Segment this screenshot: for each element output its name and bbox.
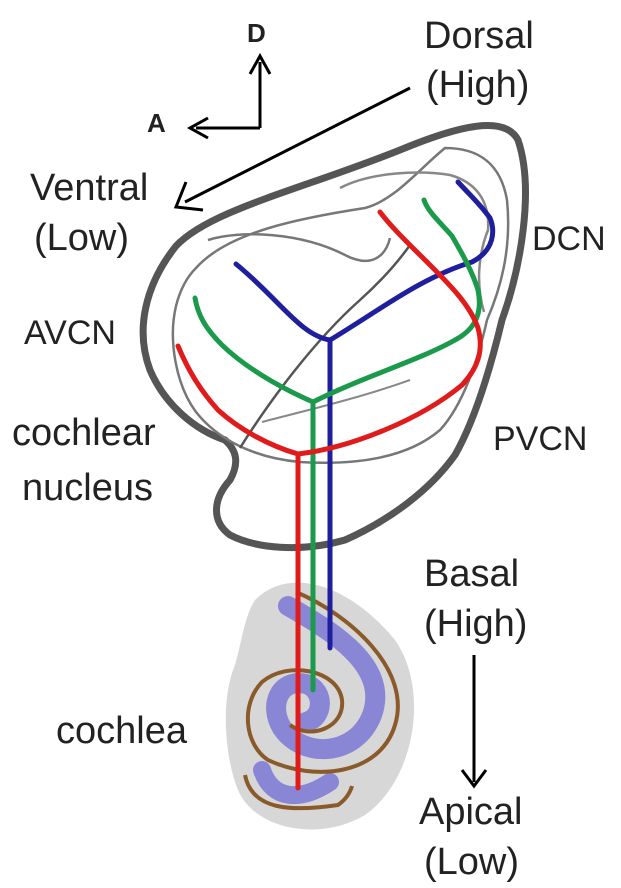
ventral-low-label: (Low) <box>34 217 129 259</box>
dorsal-high-label: (High) <box>426 64 529 106</box>
avcn-pvcn-boundary <box>240 245 410 448</box>
cochlea-illustration <box>226 583 414 830</box>
orientation-compass: D A <box>147 18 270 138</box>
basal-apical-arrow <box>462 655 486 786</box>
dcn-lower-boundary <box>208 234 390 261</box>
cochlear-nucleus-label-line1: cochlear <box>12 412 156 454</box>
dorsal-label: Dorsal <box>424 15 534 57</box>
basal-label: Basal <box>424 553 519 595</box>
avcn-label: AVCN <box>24 314 116 352</box>
dorsal-axis-label: D <box>247 18 266 48</box>
cochlear-nucleus-label-line2: nucleus <box>22 467 153 509</box>
dcn-label: DCN <box>532 220 606 258</box>
pvcn-label: PVCN <box>493 420 587 458</box>
ventral-label: Ventral <box>30 167 148 209</box>
apical-low-label: (Low) <box>424 841 519 883</box>
apical-label: Apical <box>419 791 523 833</box>
basal-high-label: (High) <box>424 603 527 645</box>
anterior-axis-label: A <box>147 108 166 138</box>
cochlea-label: cochlea <box>56 710 188 752</box>
